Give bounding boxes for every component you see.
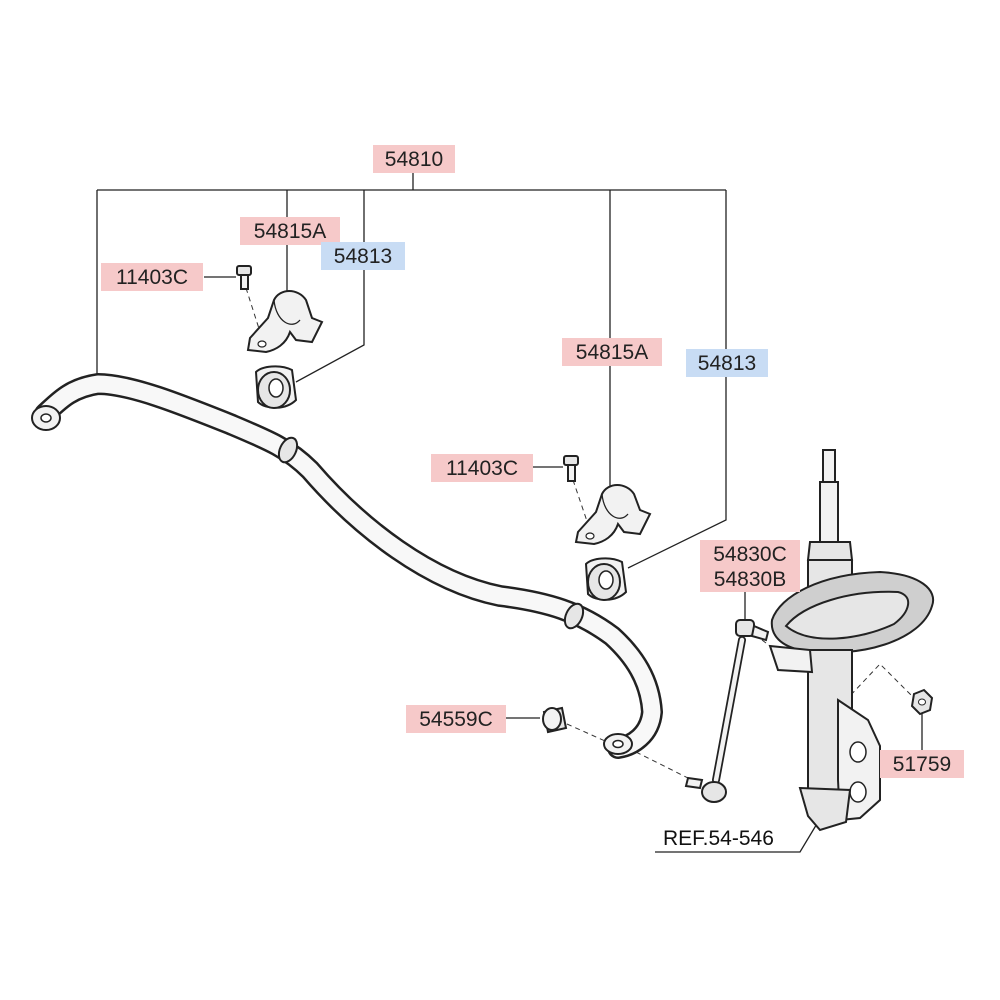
stabilizer-bar xyxy=(31,373,663,759)
label-text-11403c-right: 11403C xyxy=(446,457,518,480)
label-text-54830c: 54830C xyxy=(713,543,787,566)
leader-lines xyxy=(96,172,923,853)
bracket-right-part xyxy=(574,484,652,546)
label-54830c[interactable]: 54830C xyxy=(700,540,800,567)
bar-ring-right xyxy=(563,602,585,630)
bushing-left-part xyxy=(254,365,298,409)
bracket-left-part xyxy=(246,290,324,354)
label-54815a-right[interactable]: 54815A xyxy=(562,338,662,366)
end-bushing-part xyxy=(542,706,568,734)
label-51759[interactable]: 51759 xyxy=(880,750,964,778)
label-11403c-right[interactable]: 11403C xyxy=(431,454,533,482)
label-text-reference: REF.54-546 xyxy=(663,827,774,850)
nut-part xyxy=(910,688,934,716)
label-text-54810: 54810 xyxy=(385,148,443,171)
label-text-54813-right: 54813 xyxy=(698,352,756,375)
label-text-54830b: 54830B xyxy=(714,568,786,591)
label-text-11403c-left: 11403C xyxy=(116,266,188,289)
label-text-54815a-right: 54815A xyxy=(576,341,648,364)
label-54813-left[interactable]: 54813 xyxy=(321,242,405,270)
label-text-54559c: 54559C xyxy=(419,708,493,731)
label-11403c-left[interactable]: 11403C xyxy=(101,263,203,291)
bolt-right-part xyxy=(563,455,579,482)
label-text-54815a-left: 54815A xyxy=(254,220,326,243)
stabilizer-link-part xyxy=(684,619,770,803)
label-text-54813-left: 54813 xyxy=(334,245,392,268)
bushing-right-part xyxy=(584,557,628,601)
label-reference[interactable]: REF.54-546 xyxy=(663,827,774,850)
label-54813-right[interactable]: 54813 xyxy=(686,349,768,377)
bar-ring-left xyxy=(277,436,299,464)
label-54815a-left[interactable]: 54815A xyxy=(240,217,340,245)
label-54559c[interactable]: 54559C xyxy=(406,705,506,733)
label-text-51759: 51759 xyxy=(893,753,951,776)
strut-assembly-part xyxy=(768,449,935,832)
label-54830b[interactable]: 54830B xyxy=(700,565,800,592)
label-54810[interactable]: 54810 xyxy=(373,145,455,173)
bolt-left-part xyxy=(236,265,252,290)
